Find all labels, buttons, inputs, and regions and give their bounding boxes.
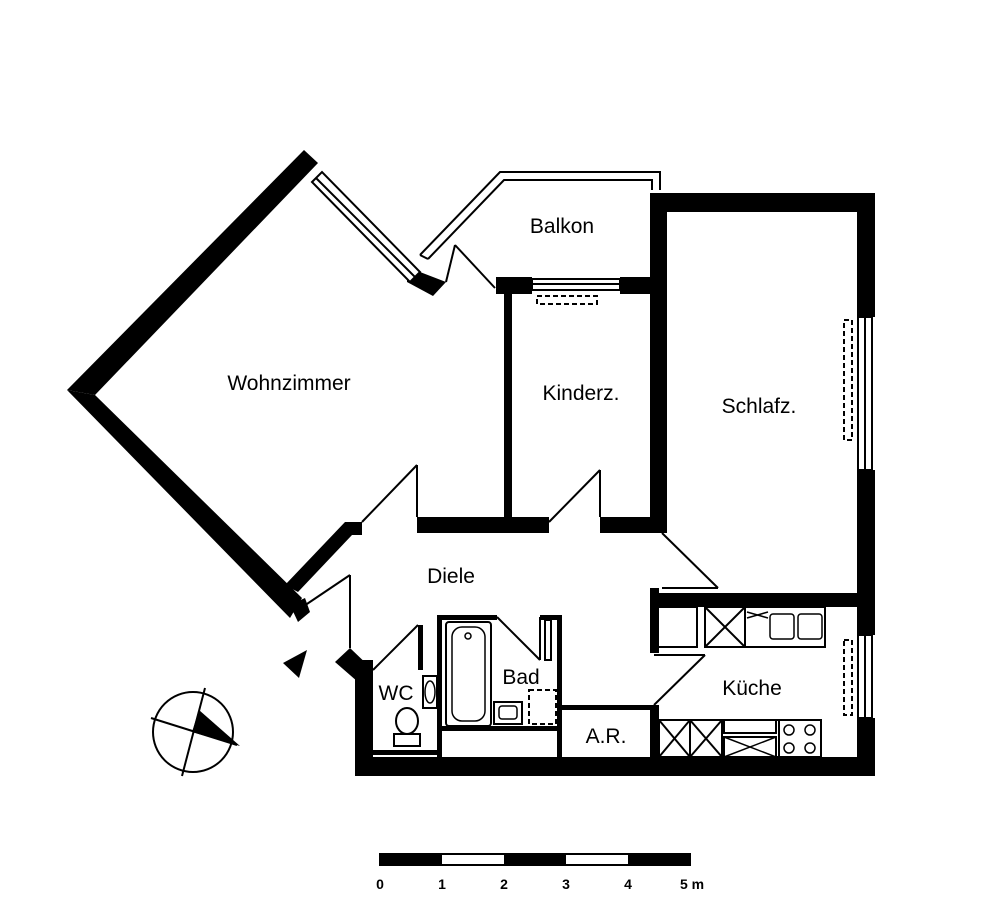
- window-kinderz: [531, 278, 621, 291]
- door-kitchen: [653, 654, 706, 706]
- radiator-kitchen: [843, 639, 853, 716]
- scale-tick-3: 3: [562, 876, 570, 892]
- wall-ar-top: [562, 705, 654, 710]
- door-bad: [496, 616, 541, 661]
- doors: [297, 244, 719, 706]
- wall-diele-top-2: [600, 517, 667, 533]
- washing-machine-space: [528, 689, 557, 725]
- wall-bad-top-right: [540, 615, 562, 620]
- door-wc: [372, 624, 419, 671]
- radiator-kinderz: [536, 295, 598, 305]
- wc-washbasin: [422, 675, 438, 709]
- kitchen-sink: [746, 611, 823, 640]
- window-livingroom: [310, 170, 422, 284]
- wall-bad-left: [437, 615, 442, 760]
- door-bedroom: [661, 532, 719, 589]
- door-kinderz: [548, 469, 601, 523]
- wall-kinderz-left: [504, 277, 512, 522]
- wall-bottom: [355, 757, 875, 776]
- wall-entry-stub: [290, 598, 310, 622]
- room-label-bad: Bad: [502, 666, 539, 689]
- wall-bedroom-top: [650, 193, 875, 212]
- interior-walls: [373, 277, 875, 770]
- wall-right-upper: [857, 193, 875, 317]
- wall-livingroom-upper-left: [67, 150, 318, 395]
- towel-rail: [544, 619, 552, 661]
- scale-tick-4: 4: [624, 876, 632, 892]
- room-label-diele: Diele: [427, 565, 475, 588]
- window-bedroom: [857, 316, 873, 471]
- wall-livingroom-lower-left: [67, 390, 302, 618]
- scale-tick-0: 0: [376, 876, 384, 892]
- wall-wc-right: [418, 625, 423, 670]
- wall-bad-right: [557, 615, 562, 760]
- room-labels: Wohnzimmer Balkon Kinderz. Schlafz. Diel…: [227, 215, 796, 748]
- room-label-kueche: Küche: [722, 677, 782, 700]
- wall-diele-top-1: [417, 517, 549, 533]
- room-label-wohnzimmer: Wohnzimmer: [227, 372, 350, 395]
- kitchen-counter-bottom: [658, 719, 822, 758]
- wall-wc-bottom: [373, 750, 438, 755]
- door-entry: [297, 574, 351, 648]
- balcony-railing: [419, 171, 661, 260]
- scale-tick-2: 2: [500, 876, 508, 892]
- bad-washbasin: [493, 701, 523, 725]
- kitchen-counter-top: [704, 606, 826, 648]
- wall-kinderz-top-right: [620, 277, 667, 294]
- scale-tick-1: 1: [438, 876, 446, 892]
- door-livingroom-balcony: [445, 244, 496, 289]
- wall-bad-bottom: [440, 726, 562, 731]
- wall-entry-corner: [335, 648, 373, 682]
- wall-ar-right: [650, 705, 656, 760]
- wall-right-middle: [857, 470, 875, 635]
- entry-arrow-icon: [283, 650, 307, 678]
- wall-bad-top: [440, 615, 497, 620]
- kitchen-wall-cabinet: [656, 606, 698, 648]
- room-label-balkon: Balkon: [530, 215, 594, 238]
- door-livingroom: [361, 464, 418, 523]
- scale-bar: 0 1 2 3 4 5 m: [376, 853, 704, 892]
- room-label-wc: WC: [379, 682, 414, 705]
- room-label-abstellraum: A.R.: [586, 725, 627, 748]
- room-label-kinderzimmer: Kinderz.: [542, 382, 619, 405]
- window-kitchen: [857, 634, 873, 719]
- stove-icon: [778, 719, 822, 758]
- wall-bedroom-left: [650, 193, 667, 525]
- wall-kinderz-top: [496, 277, 532, 294]
- room-label-schlafzimmer: Schlafz.: [722, 395, 797, 418]
- scale-tick-5: 5 m: [680, 876, 704, 892]
- wall-kitchen-left-top: [650, 588, 659, 653]
- windows: [310, 170, 873, 719]
- radiator-bedroom: [843, 319, 853, 441]
- bathtub: [445, 621, 492, 727]
- wall-bottom-left: [355, 660, 373, 776]
- exterior-walls: [67, 150, 875, 776]
- wall-livingroom-lower-stub: [285, 522, 362, 592]
- toilet-icon: [393, 707, 421, 747]
- wall-kitchen-top: [650, 593, 875, 607]
- compass-icon: [150, 687, 240, 777]
